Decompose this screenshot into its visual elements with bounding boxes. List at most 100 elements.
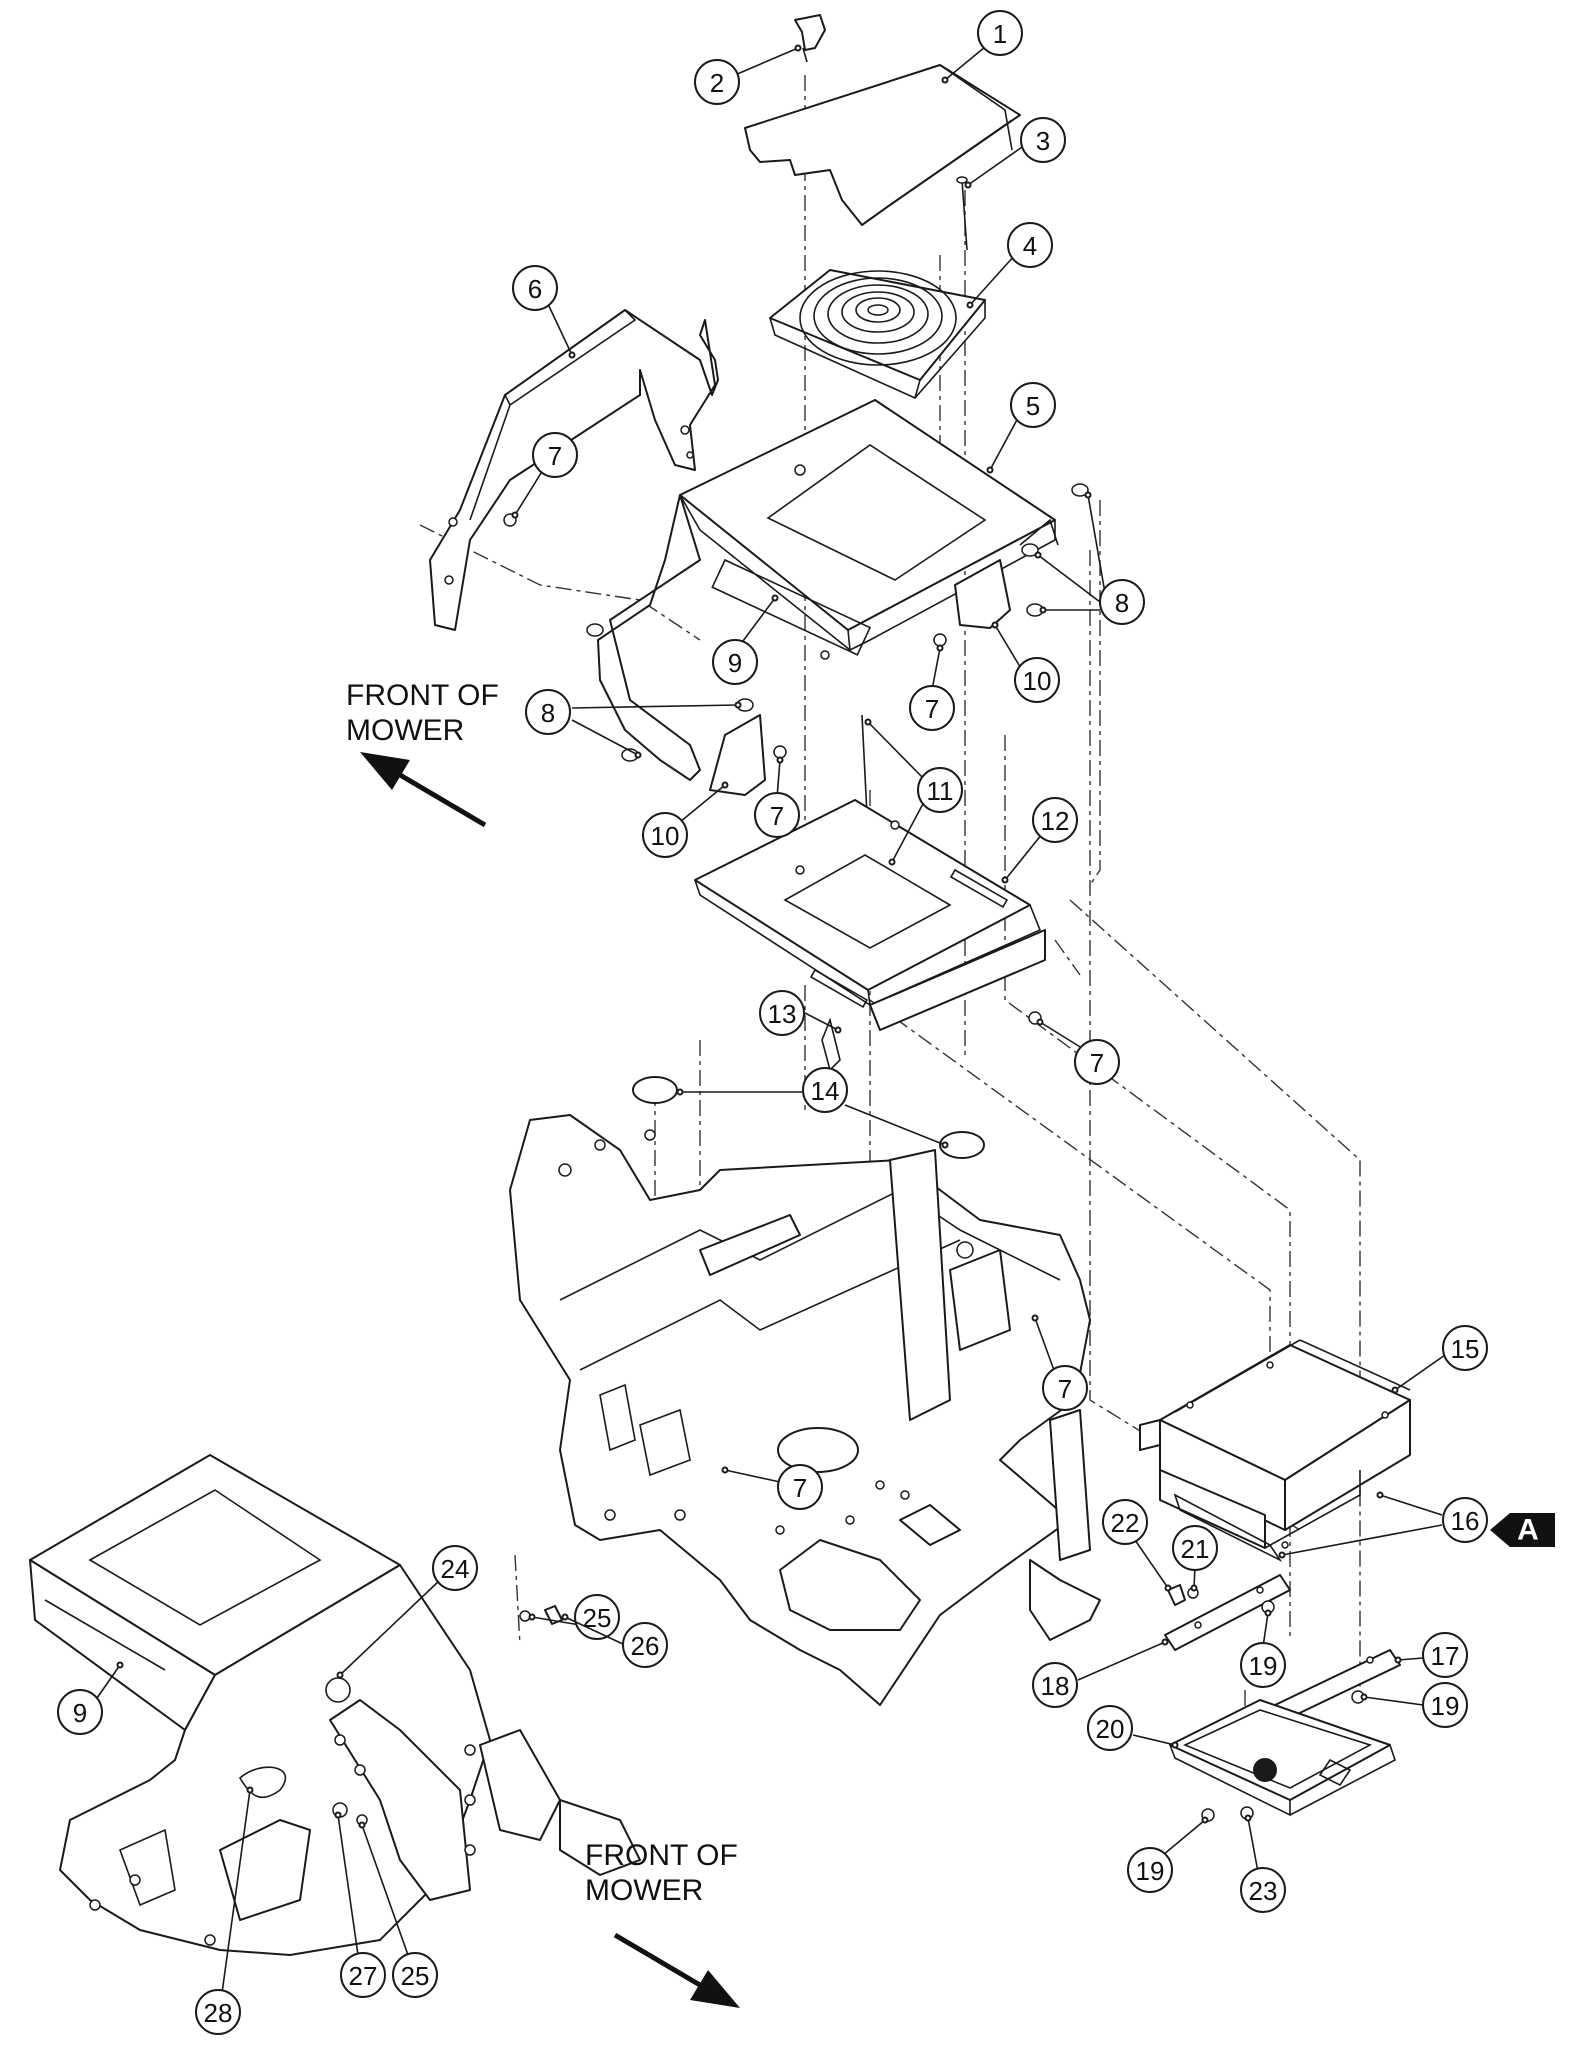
callout-number: 17 <box>1431 1641 1460 1671</box>
callout-leader <box>1039 1021 1086 1051</box>
callout-circle <box>1102 1499 1148 1545</box>
callout-leader <box>1397 1657 1424 1661</box>
callout-leader <box>514 469 544 516</box>
callout-16: 16 <box>1278 1491 1488 1559</box>
callout-number: 7 <box>1058 1374 1072 1404</box>
callout-25: 25 <box>358 1821 438 1998</box>
callout-1: 1 <box>941 10 1023 84</box>
detail-view <box>29 1454 641 1956</box>
callout-7: 7 <box>721 1464 823 1510</box>
gasket-part <box>1173 1493 1283 1563</box>
callout-leader <box>1262 1612 1269 1648</box>
cooling-fan-part <box>769 269 986 400</box>
callout-number: 9 <box>728 648 742 678</box>
callout-leader <box>1134 1539 1169 1589</box>
callout-number: 6 <box>528 274 542 304</box>
callout-number: 21 <box>1181 1534 1210 1564</box>
main-frame-part <box>509 1114 1101 1706</box>
callout-leader <box>96 1664 121 1699</box>
callout-leader <box>804 1012 839 1031</box>
callout-leader <box>547 303 573 356</box>
callout-number: 23 <box>1249 1876 1278 1906</box>
callout-circle <box>512 265 558 311</box>
callout-7: 7 <box>754 756 800 838</box>
leader-tip <box>936 644 944 652</box>
callout-5: 5 <box>986 382 1056 474</box>
callout-circle <box>392 1952 438 1998</box>
callout-7: 7 <box>1031 1314 1088 1411</box>
callout-leader <box>1077 1641 1166 1681</box>
callout-number: 22 <box>1111 1508 1140 1538</box>
leader-tip <box>991 621 999 629</box>
front-arrow-bottom <box>613 1932 740 2008</box>
callout-circle <box>1007 222 1053 268</box>
leader-tip <box>941 76 949 84</box>
leader-tip <box>1034 551 1042 559</box>
leader-tip <box>986 466 994 474</box>
callout-leader <box>1087 494 1106 594</box>
callout-12: 12 <box>1001 797 1078 884</box>
callout-leader <box>944 46 986 81</box>
callout-9: 9 <box>712 594 779 685</box>
control-shroud-part <box>597 399 1059 781</box>
leader-tip <box>511 511 519 519</box>
callout-number: 1 <box>993 19 1007 49</box>
callout-leader <box>1379 1494 1443 1516</box>
detail-tag-label: A <box>1517 1514 1539 1547</box>
callout-circle <box>1042 1365 1088 1411</box>
callout-number: 10 <box>1023 666 1052 696</box>
callout-leader <box>844 1104 946 1146</box>
callout-circle <box>195 1989 241 2035</box>
callout-circle <box>1442 1325 1488 1371</box>
callout-circle <box>1032 1662 1078 1708</box>
leader-tip <box>834 1026 842 1034</box>
leader-tip <box>634 751 642 759</box>
callout-leader <box>221 1789 251 1994</box>
leader-tip <box>776 756 784 764</box>
leader-tip <box>964 181 972 189</box>
leader-tip <box>334 1811 342 1819</box>
callout-7: 7 <box>909 644 955 731</box>
controller-box-part <box>1139 1339 1411 1549</box>
callout-circle <box>1127 1847 1173 1893</box>
callout-18: 18 <box>1032 1638 1169 1708</box>
leader-tip <box>528 1613 536 1621</box>
callout-circle <box>777 1464 823 1510</box>
callout-leader <box>1363 1696 1424 1706</box>
callout-leader <box>867 721 926 781</box>
callout-circle <box>574 1594 620 1640</box>
grommet-parts <box>632 1076 985 1159</box>
leader-tip <box>336 1671 344 1679</box>
front-of-mower-label-bottom-line1: FRONT OF <box>585 1839 738 1872</box>
callout-number: 8 <box>1115 588 1129 618</box>
callout-9: 9 <box>57 1661 124 1735</box>
callout-23: 23 <box>1240 1814 1286 1913</box>
leader-tip <box>1031 1314 1039 1322</box>
callout-circle <box>1240 1867 1286 1913</box>
callout-leader <box>967 144 1026 186</box>
callout-circle <box>1172 1525 1218 1571</box>
leader-tip <box>358 1821 366 1829</box>
callout-number: 25 <box>583 1603 612 1633</box>
callout-leader <box>1034 1317 1056 1374</box>
callout-leader <box>1132 1734 1176 1746</box>
latch-part <box>794 14 826 63</box>
callout-number: 7 <box>1090 1048 1104 1078</box>
callout-13: 13 <box>759 990 842 1036</box>
leader-tip <box>1201 1816 1209 1824</box>
leader-tip <box>1001 876 1009 884</box>
leader-tip <box>1171 1741 1179 1749</box>
callout-leader <box>1037 554 1101 603</box>
callout-27: 27 <box>334 1811 386 1998</box>
callout-number: 24 <box>441 1554 470 1584</box>
callout-3: 3 <box>964 117 1066 189</box>
callout-leader <box>931 647 941 691</box>
callout-leader <box>891 799 926 863</box>
front-of-mower-label-bottom-line2: MOWER <box>585 1874 703 1907</box>
leader-tip <box>116 1661 124 1669</box>
leader-tip <box>966 301 974 309</box>
leader-tip <box>1394 1656 1402 1664</box>
leader-tip <box>1036 1018 1044 1026</box>
callout-7: 7 <box>511 432 578 519</box>
